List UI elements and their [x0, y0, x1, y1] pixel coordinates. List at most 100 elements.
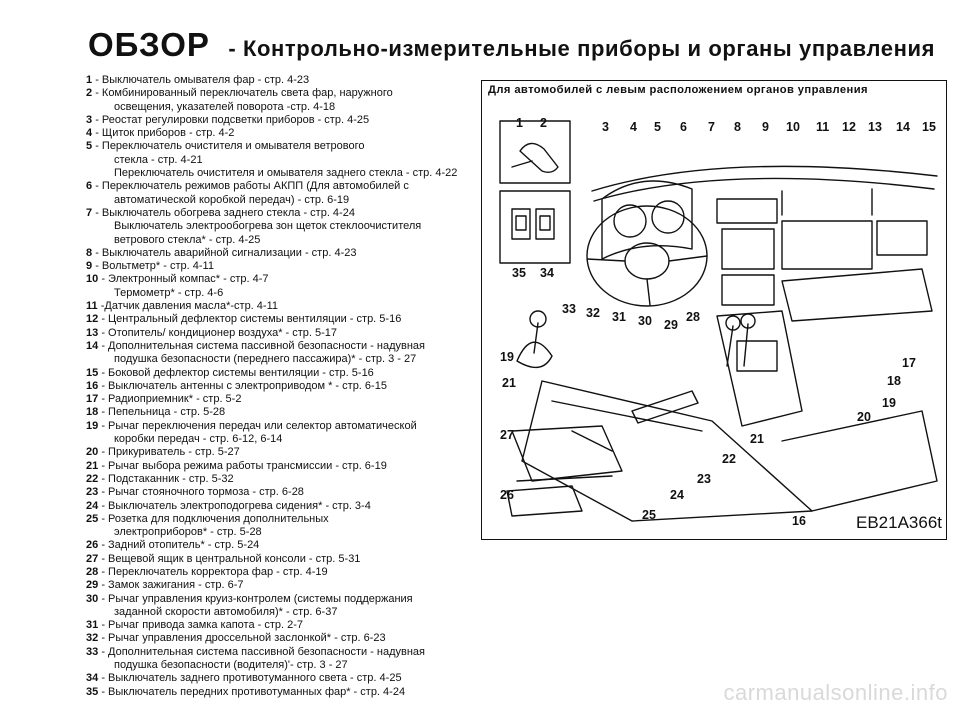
callout-label: 21	[750, 432, 764, 446]
callout-label: 1	[516, 116, 523, 130]
item-number: 1	[86, 74, 93, 86]
item-number: 5	[86, 140, 93, 153]
callout-label: 28	[686, 310, 700, 324]
list-item-continuation: ветрового стекла* - стр. 4-25	[86, 234, 478, 247]
list-item: 32 - Рычаг управления дроссельной заслон…	[86, 632, 478, 645]
item-text: - Замок зажигания - стр. 6-7	[101, 579, 244, 592]
item-text: - Боковой дефлектор системы вентиляции -…	[101, 366, 374, 379]
item-text: заданной скорости автомобиля)* - стр. 6-…	[114, 605, 338, 618]
list-item-continuation: Переключатель очистителя и омывателя зад…	[86, 167, 478, 180]
list-item-continuation: освещения, указателей поворота -стр. 4-1…	[86, 101, 478, 114]
item-text: - Выключатель заднего противотуманного с…	[101, 672, 402, 685]
item-text: - Вольтметр* - стр. 4-11	[95, 260, 214, 273]
callout-label: 9	[762, 120, 769, 134]
item-number: 24	[86, 499, 99, 512]
list-item: 34 - Выключатель заднего противотуманног…	[86, 672, 478, 685]
item-number: 11	[86, 300, 98, 313]
list-item: 4 - Щиток приборов - стр. 4-2	[86, 127, 478, 140]
item-number: 29	[86, 579, 99, 592]
item-text: - Щиток приборов - стр. 4-2	[95, 127, 235, 140]
item-text: автоматической коробкой передач) - стр. …	[114, 193, 350, 206]
item-number: 21	[86, 459, 99, 472]
item-number: 16	[86, 379, 99, 392]
item-text: - Выключатель передних противотуманных ф…	[101, 685, 406, 698]
list-item: 15 - Боковой дефлектор системы вентиляци…	[86, 367, 478, 380]
list-item: 12 - Центральный дефлектор системы венти…	[86, 313, 478, 326]
item-text: - Рычаг управления круиз-контролем (сист…	[101, 592, 413, 605]
item-number: 31	[86, 619, 99, 632]
item-text: - Выключатель электроподогрева сидения* …	[101, 499, 371, 512]
callout-label: 4	[630, 120, 637, 134]
callout-label: 26	[500, 488, 514, 502]
callout-label: 18	[887, 374, 901, 388]
list-item: 26 - Задний отопитель* - стр. 5-24	[86, 539, 478, 552]
item-number: 3	[86, 113, 93, 126]
item-text: - Переключатель режимов работы АКПП (Для…	[95, 180, 409, 193]
item-number: 2	[86, 87, 93, 100]
item-text: коробки передач - стр. 6-12, 6-14	[114, 433, 283, 446]
list-item-continuation: заданной скорости автомобиля)* - стр. 6-…	[86, 606, 478, 619]
item-text: - Реостат регулировки подсветки приборов…	[95, 113, 370, 126]
list-item-continuation: автоматической коробкой передач) - стр. …	[86, 194, 478, 207]
item-text: - Выключатель антенны с электроприводом …	[101, 379, 387, 392]
item-text: - Розетка для подключения дополнительных	[101, 512, 329, 525]
callout-label: 19	[500, 350, 514, 364]
list-item: 5 - Переключатель очистителя и омывателя…	[86, 140, 478, 153]
item-number: 7	[86, 206, 93, 219]
item-number: 9	[86, 260, 93, 273]
callout-label: 32	[586, 306, 600, 320]
item-text: подушка безопасности (переднего пассажир…	[114, 353, 417, 366]
list-item: 2 - Комбинированный переключатель света …	[86, 87, 478, 100]
callout-label: 23	[697, 472, 711, 486]
item-text: - Рычаг переключения передач или селекто…	[101, 419, 417, 432]
list-item-continuation: стекла - стр. 4-21	[86, 154, 478, 167]
callout-label: 30	[638, 314, 652, 328]
list-item: 35 - Выключатель передних противотуманны…	[86, 686, 478, 699]
callout-label: 3	[602, 120, 609, 134]
list-item: 25 - Розетка для подключения дополнитель…	[86, 513, 478, 526]
item-text: - Переключатель очистителя и омывателя в…	[95, 140, 365, 153]
item-text: -Датчик давления масла*-стр. 4-11	[100, 300, 278, 313]
list-item: 8 - Выключатель аварийной сигнализации -…	[86, 247, 478, 260]
item-number: 12	[86, 313, 99, 326]
figure-code: EB21A366t	[855, 513, 942, 532]
item-text: - Радиоприемник* - стр. 5-2	[101, 393, 242, 406]
item-text: - Вещевой ящик в центральной консоли - с…	[101, 552, 361, 565]
callout-label: 31	[612, 310, 626, 324]
item-text: - Выключатель обогрева заднего стекла - …	[95, 206, 355, 219]
callout-label: 8	[734, 120, 741, 134]
list-item-continuation: Термометр* - стр. 4-6	[86, 287, 478, 300]
callout-label: 7	[708, 120, 715, 134]
page-subtitle: - Контрольно-измерительные приборы и орг…	[228, 36, 936, 61]
item-number: 35	[86, 685, 99, 698]
item-number: 15	[86, 366, 99, 379]
callout-label: 22	[722, 452, 736, 466]
list-item-continuation: Выключатель электрообогрева зон щеток ст…	[86, 220, 478, 233]
item-number: 27	[86, 552, 99, 565]
item-text: стекла - стр. 4-21	[114, 153, 203, 166]
list-item: 18 - Пепельница - стр. 5-28	[86, 406, 478, 419]
item-text: - Выключатель аварийной сигнализации - с…	[95, 246, 357, 259]
item-text: - Пепельница - стр. 5-28	[101, 406, 226, 419]
item-number: 19	[86, 419, 99, 432]
item-number: 18	[86, 406, 99, 419]
list-item: 1 - Выключатель омывателя фар - стр. 4-2…	[86, 74, 478, 87]
callout-label: 21	[502, 376, 516, 390]
item-text: Термометр* - стр. 4-6	[114, 286, 224, 299]
dashboard-figure: Для автомобилей с левым расположением ор…	[481, 80, 947, 540]
item-number: 20	[86, 446, 99, 459]
callout-label: 5	[654, 120, 661, 134]
item-text: освещения, указателей поворота -стр. 4-1…	[114, 100, 336, 113]
item-number: 17	[86, 393, 99, 406]
list-item-continuation: подушка безопасности (переднего пассажир…	[86, 353, 478, 366]
callout-label: 15	[922, 120, 936, 134]
list-item: 11 -Датчик давления масла*-стр. 4-11	[86, 300, 478, 313]
item-number: 30	[86, 592, 99, 605]
list-item: 24 - Выключатель электроподогрева сидени…	[86, 500, 478, 513]
dashboard-illustration	[499, 120, 938, 522]
callout-label: 2	[540, 116, 547, 130]
item-text: - Подстаканник - стр. 5-32	[101, 472, 234, 485]
item-number: 23	[86, 486, 99, 499]
callout-label: 35	[512, 266, 526, 280]
item-number: 6	[86, 180, 93, 193]
